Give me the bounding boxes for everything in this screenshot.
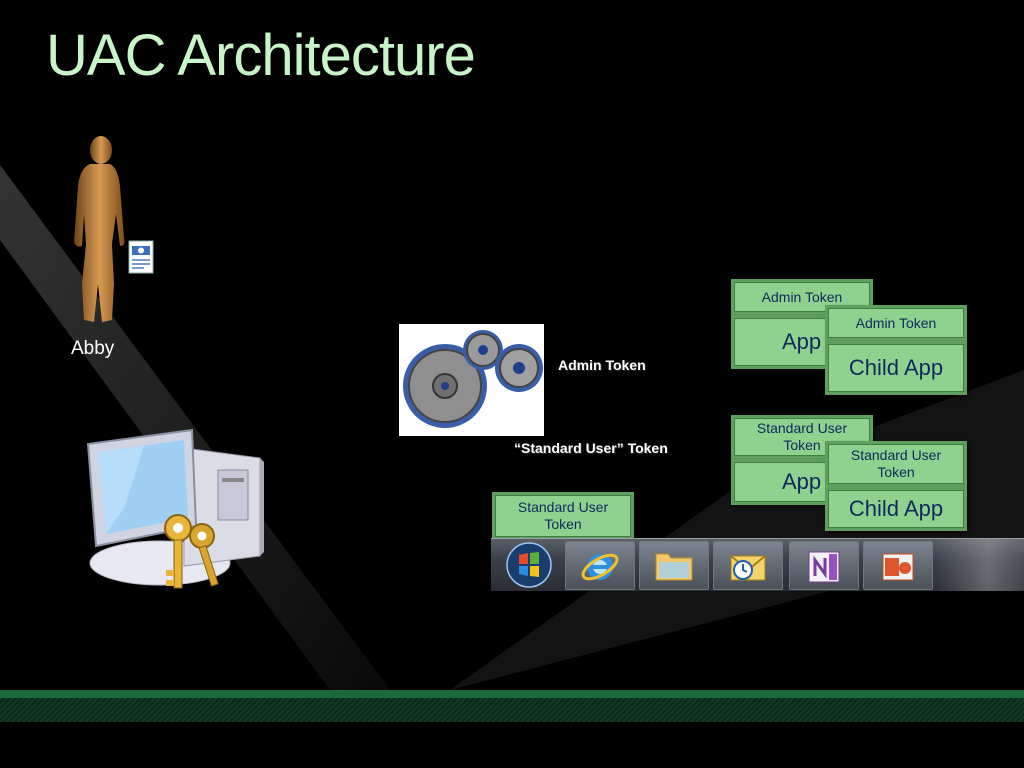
taskbar (491, 538, 1024, 591)
footer-band (0, 690, 1024, 722)
manifest-document-icon (128, 240, 154, 274)
taskbar-internet-explorer[interactable] (565, 541, 635, 590)
start-orb-icon (506, 541, 552, 588)
powerpoint-icon (882, 553, 914, 580)
admin-child-token-box: Admin Token (825, 305, 967, 341)
process-gears-icon (399, 324, 544, 436)
taskbar-show-desktop[interactable] (934, 539, 1024, 591)
internet-explorer-icon (581, 553, 619, 580)
explorer-folder-icon (655, 553, 693, 580)
taskbar-powerpoint[interactable] (863, 541, 933, 590)
process-admin-token-caption: Admin Token (558, 357, 646, 373)
process-standard-token-caption: “Standard User” Token (514, 440, 668, 456)
onenote-icon (808, 551, 840, 582)
slide-title: UAC Architecture (46, 23, 476, 88)
standard-child-app-box: Child App (825, 487, 967, 531)
standard-token-box: Standard User Token (731, 415, 873, 459)
user-silhouette-icon (74, 136, 125, 322)
taskbar-onenote[interactable] (789, 541, 859, 590)
secure-computer-icon (86, 428, 264, 589)
standard-child-token-box: Standard User Token (825, 441, 967, 487)
taskbar-outlook[interactable] (713, 541, 783, 590)
outlook-icon (730, 554, 766, 580)
taskbar-windows-explorer[interactable] (639, 541, 709, 590)
start-button[interactable] (495, 541, 563, 588)
admin-child-app-box: Child App (825, 341, 967, 395)
user-name-label: Abby (71, 338, 115, 359)
explorer-standard-token-box: Standard User Token (492, 492, 634, 540)
